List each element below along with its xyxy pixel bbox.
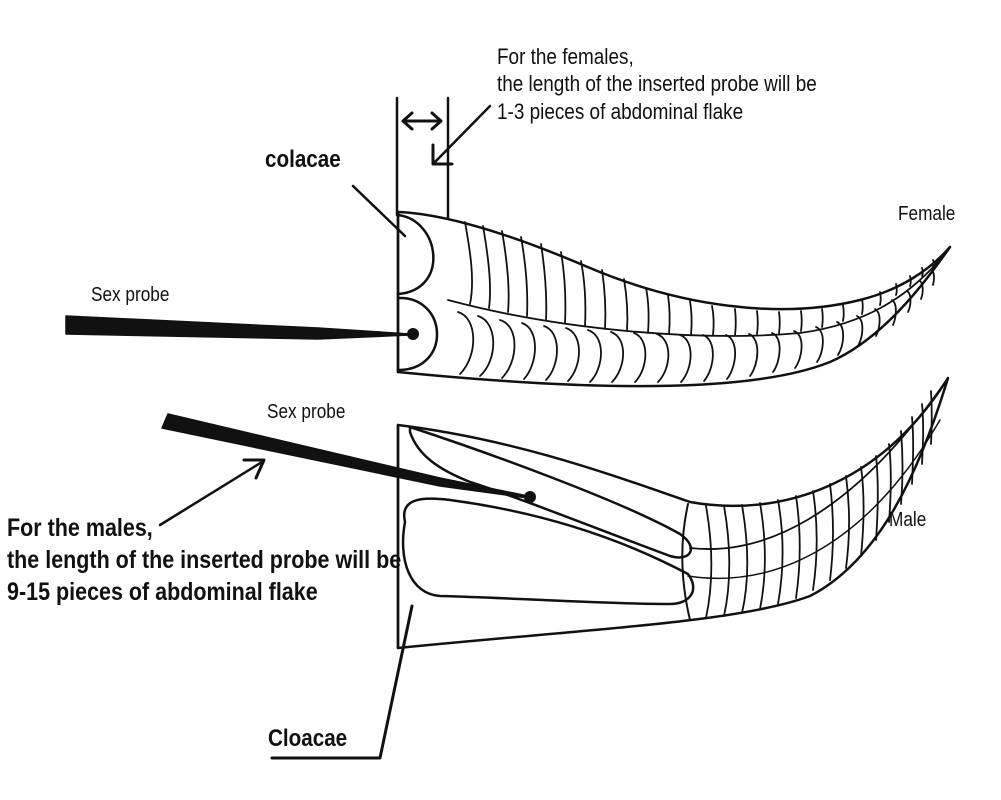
female-note-line3: 1-3 pieces of abdominal flake (497, 98, 744, 124)
cloacae-leader-line (270, 604, 414, 760)
male-note-arrow (158, 458, 266, 527)
male-hemipenis-pocket (408, 425, 693, 559)
male-lower-pocket (401, 497, 695, 606)
female-lower-scales (457, 270, 935, 383)
male-note: For the males, the length of the inserte… (7, 514, 401, 606)
female-note-line2: the length of the inserted probe will be (497, 71, 817, 97)
male-note-line2: the length of the inserted probe will be (7, 545, 402, 574)
male-tail-outline (396, 376, 950, 650)
male-probe (161, 413, 536, 503)
female-note-line1: For the females, (497, 44, 634, 69)
female-note: For the females, the length of the inser… (497, 44, 817, 124)
sex-probe-label-top: Sex probe (91, 284, 170, 306)
sex-probe-label-bottom: Sex probe (267, 401, 346, 423)
female-upper-scale (396, 213, 435, 296)
male-tail (396, 376, 950, 650)
female-label: Female (898, 203, 956, 225)
cloacae-label: Cloacae (268, 725, 348, 752)
male-note-line1: For the males, (7, 514, 153, 542)
male-label: Male (889, 509, 927, 531)
female-probe (65, 315, 419, 340)
female-upper-scales (464, 221, 935, 336)
colacae-label: colacae (265, 146, 341, 173)
female-lower-scale (396, 296, 439, 372)
female-tail-outline (396, 210, 952, 388)
female-tail (396, 210, 952, 388)
female-note-arrow (431, 104, 492, 166)
male-scales (687, 377, 949, 619)
male-note-line3: 9-15 pieces of abdominal flake (7, 577, 318, 606)
measurement-marker (395, 96, 450, 220)
colacae-leader-line (351, 184, 407, 238)
